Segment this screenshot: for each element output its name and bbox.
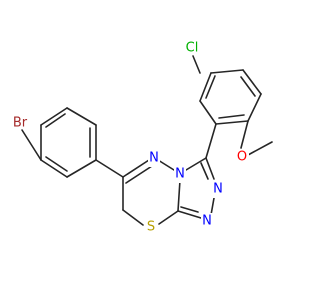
bond [122, 159, 150, 178]
chemical-structure: Br Cl O N N N N S [7, 38, 273, 235]
bonds [21, 55, 273, 226]
bond [40, 159, 68, 178]
bond [66, 159, 97, 178]
bond [240, 76, 256, 97]
bond [199, 72, 212, 102]
nitrogen-atom: N [213, 182, 223, 197]
bond [210, 69, 244, 74]
chlorine-atom: Cl [186, 41, 199, 56]
bond [185, 157, 207, 171]
bond [66, 107, 97, 126]
atom-labels: Br Cl O N N N N S [7, 38, 249, 235]
bond [205, 123, 217, 159]
bond [192, 55, 201, 74]
bond [205, 75, 216, 99]
bond [180, 206, 199, 213]
bond [218, 114, 245, 119]
nitrogen-atom: N [202, 214, 212, 229]
bond [200, 162, 209, 180]
bond [95, 159, 124, 178]
bond [158, 210, 179, 225]
nitrogen-atom: N [149, 151, 159, 166]
bond [40, 107, 68, 126]
bond [247, 141, 273, 156]
bond [125, 165, 153, 184]
bond [205, 157, 215, 180]
bond [45, 113, 66, 128]
bond [122, 209, 144, 226]
bond [242, 69, 262, 95]
bond [247, 93, 262, 122]
nitrogen-atom: N [175, 167, 185, 182]
bond [45, 156, 68, 172]
bond [210, 197, 215, 216]
bond [157, 159, 175, 171]
bond [21, 129, 42, 161]
bond [215, 120, 249, 125]
bond [240, 120, 249, 149]
bond [199, 100, 217, 125]
bond [177, 179, 181, 212]
oxygen-atom: O [237, 150, 247, 165]
bond [177, 210, 202, 219]
bromine-atom: Br [13, 116, 28, 131]
sulfur-atom: S [147, 220, 155, 235]
